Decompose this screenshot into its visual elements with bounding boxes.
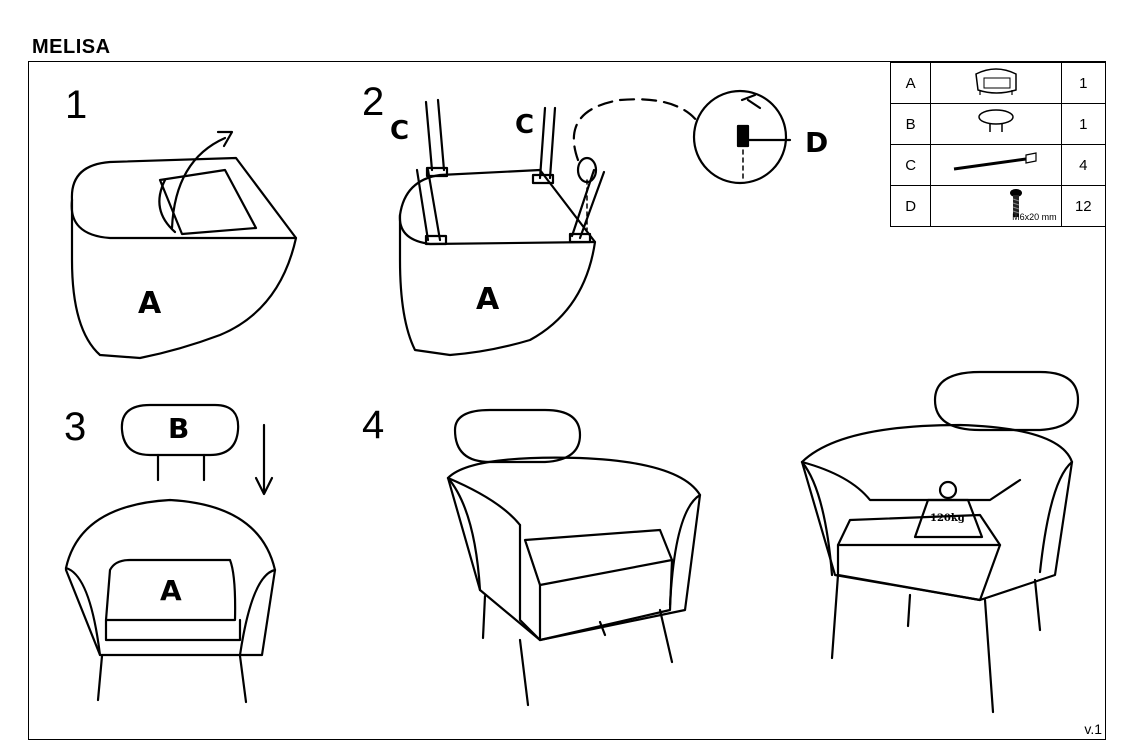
step3-body-label: A: [160, 574, 182, 607]
step2-screw-label: D: [805, 126, 828, 159]
step4-chair-right: [802, 372, 1078, 712]
step2-leg-label-mid: C: [515, 110, 534, 140]
step1-body-illustration: [72, 132, 296, 358]
step3-headrest-label: B: [168, 412, 189, 445]
step2-part-label: A: [476, 282, 499, 317]
step2-body-illustration: [400, 91, 790, 355]
step2-leg-label-left: C: [390, 116, 409, 146]
step4-chair-left: [448, 410, 700, 705]
version-label: v.1: [1084, 721, 1102, 737]
weight-label: 120kg: [930, 513, 965, 524]
step3-illustration: [66, 405, 275, 702]
step1-part-label: A: [138, 286, 161, 321]
